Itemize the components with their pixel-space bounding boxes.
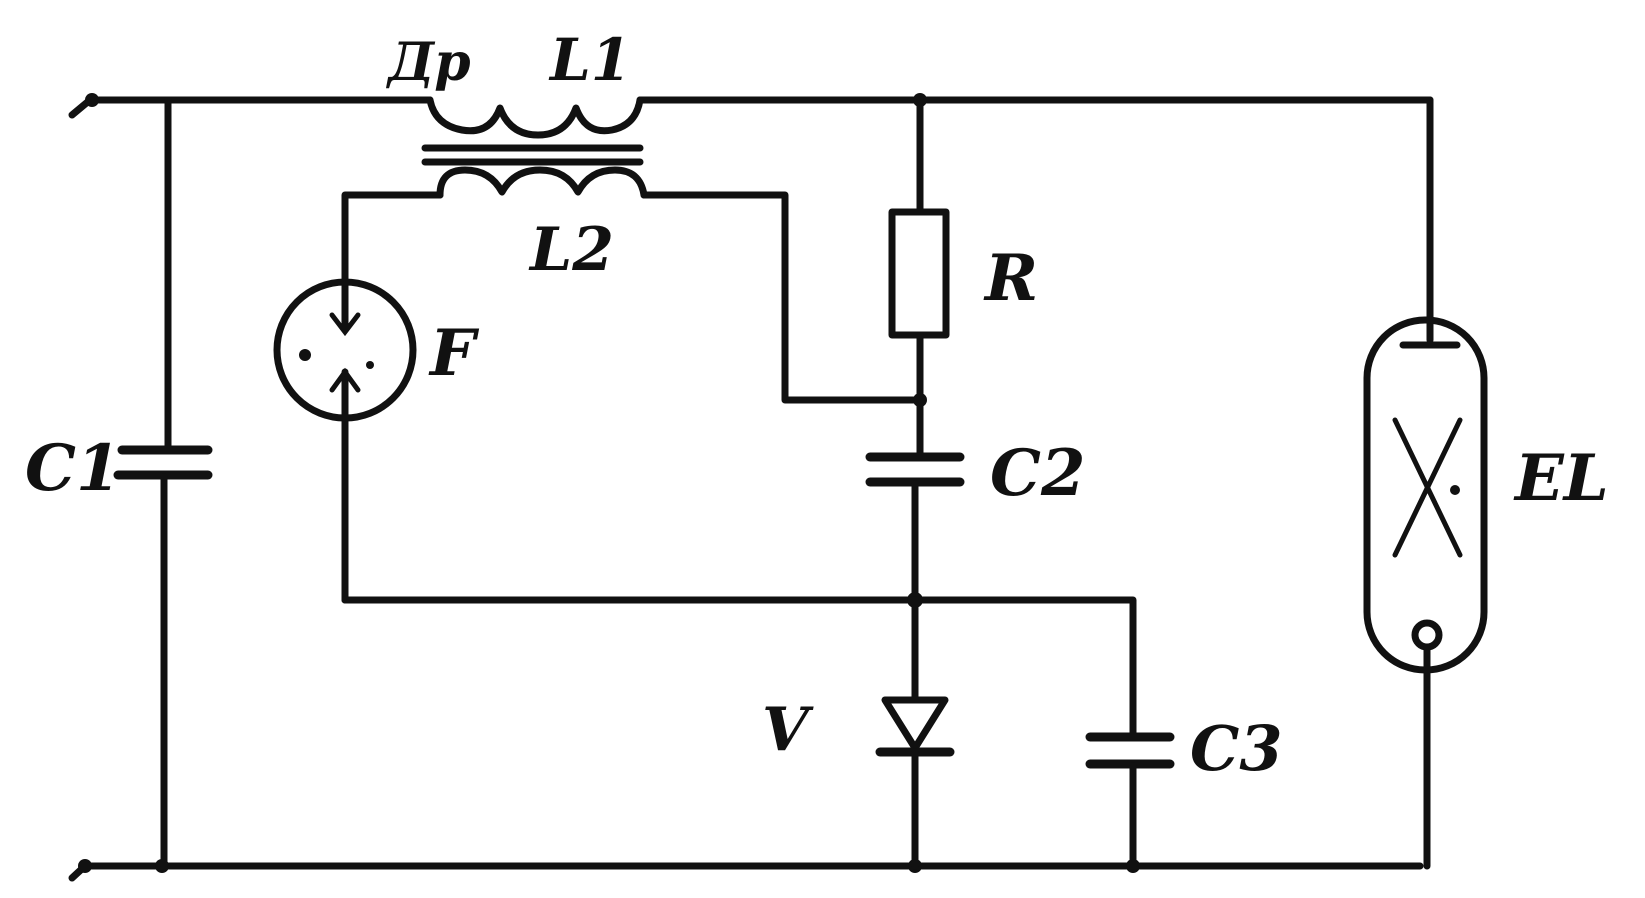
label-c2: C2	[990, 436, 1085, 511]
resistor-r	[888, 93, 950, 459]
label-r: R	[983, 241, 1038, 316]
l2-loop	[341, 191, 919, 404]
label-choke: Др	[385, 32, 471, 93]
middle-node	[341, 592, 1137, 739]
label-el: EL	[1513, 441, 1609, 516]
winding-l1	[426, 96, 644, 139]
label-l1: L1	[548, 26, 631, 94]
label-v: V	[762, 695, 814, 765]
diode-v	[875, 596, 955, 870]
winding-l2	[436, 166, 648, 199]
capacitor-c2	[865, 452, 965, 604]
spark-gap-f	[273, 278, 417, 604]
top-rail	[68, 93, 1434, 119]
label-c3: C3	[1190, 712, 1283, 785]
label-l2: L2	[528, 215, 614, 285]
label-f: F	[428, 316, 480, 391]
transformer	[421, 96, 648, 199]
label-c1: C1	[25, 431, 120, 506]
capacitor-c3	[1085, 732, 1175, 870]
capacitor-c1	[113, 96, 213, 870]
lamp-el	[1363, 96, 1488, 870]
bottom-rail	[68, 859, 1424, 882]
